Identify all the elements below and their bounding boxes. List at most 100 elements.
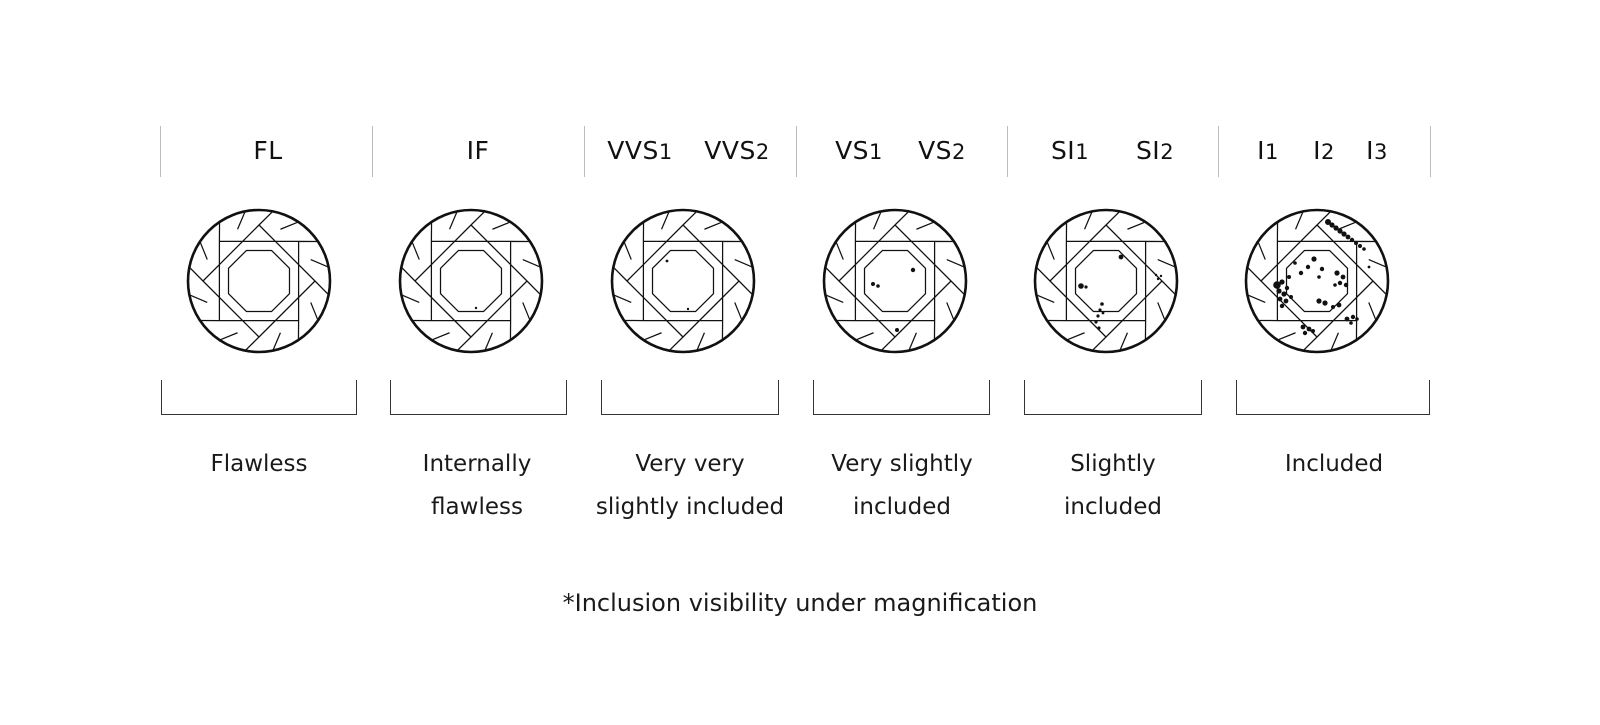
inclusion-dot bbox=[1337, 228, 1343, 234]
grade-sub: 2 bbox=[1160, 140, 1175, 164]
inclusion-dot bbox=[1289, 295, 1293, 299]
diamond-facets bbox=[188, 210, 330, 352]
grade-main: SI bbox=[1050, 136, 1076, 165]
description-vvs: Very very slightly included bbox=[596, 443, 784, 529]
grade-label-if: IF bbox=[467, 136, 490, 165]
inclusion-dot bbox=[1279, 279, 1285, 285]
inclusion-dot bbox=[1279, 303, 1285, 309]
bracket-i bbox=[1236, 380, 1430, 415]
inclusion-dot bbox=[871, 282, 875, 286]
inclusion-dot bbox=[1305, 264, 1311, 270]
grade-sub: 2 bbox=[1321, 140, 1335, 164]
grade-sub: 1 bbox=[869, 140, 883, 164]
inclusion-dot bbox=[1341, 231, 1347, 237]
description-line: flawless bbox=[431, 494, 523, 520]
bracket-if bbox=[390, 380, 567, 415]
inclusion-dot bbox=[1344, 316, 1350, 322]
grade-main: FL bbox=[253, 136, 283, 165]
grade-sub: 3 bbox=[1374, 140, 1388, 164]
inclusion-dot bbox=[1306, 326, 1312, 332]
divider bbox=[796, 126, 797, 177]
diamond-outline bbox=[1244, 208, 1390, 354]
diamond-facets bbox=[612, 210, 754, 352]
inclusion-dot bbox=[1311, 329, 1315, 333]
inclusion-dot bbox=[1302, 330, 1308, 336]
divider bbox=[584, 126, 585, 177]
diamond-i-icon bbox=[1244, 208, 1390, 354]
inclusion-dot bbox=[1350, 314, 1356, 320]
inclusion-dot bbox=[1333, 283, 1337, 287]
description-line: Internally bbox=[422, 451, 532, 477]
inclusion-dot bbox=[1311, 256, 1317, 262]
inclusion-dot bbox=[1322, 300, 1328, 306]
diamond-outline bbox=[610, 208, 756, 354]
description-line: Slightly bbox=[1070, 451, 1156, 477]
inclusion-dot bbox=[1101, 311, 1105, 315]
description-line: Very slightly bbox=[831, 451, 973, 477]
divider bbox=[1430, 126, 1431, 177]
description-fl: Flawless bbox=[210, 443, 307, 486]
inclusion-dot bbox=[1276, 288, 1282, 294]
diamond-outline bbox=[398, 208, 544, 354]
inclusion-dot bbox=[1317, 275, 1321, 279]
diamond-outline bbox=[822, 208, 968, 354]
inclusion-dot bbox=[1078, 283, 1084, 289]
inclusion-dot bbox=[1340, 274, 1346, 280]
inclusion-dot bbox=[1159, 274, 1163, 278]
inclusion-dot bbox=[1154, 273, 1158, 277]
description-line: included bbox=[1064, 494, 1162, 520]
description-vs: Very slightly included bbox=[831, 443, 972, 529]
inclusion-dot bbox=[1329, 222, 1335, 228]
inclusion-dot bbox=[1367, 265, 1371, 269]
diamond-facets bbox=[1035, 210, 1177, 352]
grade-label-vvs2: VVS2 bbox=[704, 136, 769, 165]
diamond-facets bbox=[400, 210, 542, 352]
bracket-fl bbox=[161, 380, 357, 415]
description-line: Very very bbox=[635, 451, 745, 477]
inclusion-dot bbox=[1343, 282, 1349, 288]
inclusion-dot bbox=[1096, 314, 1100, 318]
description-si: Slightly included bbox=[1064, 443, 1162, 529]
bracket-vvs bbox=[601, 380, 779, 415]
grade-label-i2: I2 bbox=[1313, 136, 1335, 165]
grade-sub: 1 bbox=[1075, 140, 1090, 164]
inclusion-dot bbox=[1273, 281, 1281, 289]
inclusion-dot bbox=[1100, 302, 1104, 306]
description-i: Included bbox=[1285, 443, 1383, 486]
grade-label-si1: SI1 bbox=[1051, 136, 1089, 165]
grade-label-vs2: VS2 bbox=[918, 136, 966, 165]
inclusion-dot bbox=[1316, 298, 1322, 304]
inclusion-dot bbox=[1293, 261, 1297, 265]
inclusion-dot bbox=[1334, 270, 1340, 276]
diamond-vs-icon bbox=[822, 208, 968, 354]
bracket-si bbox=[1024, 380, 1202, 415]
inclusion-dot bbox=[1354, 241, 1358, 245]
diamond-facets bbox=[824, 210, 966, 352]
grade-main: VVS bbox=[607, 136, 659, 165]
grade-main: VVS bbox=[704, 136, 756, 165]
inclusion-dot bbox=[686, 307, 690, 311]
inclusion-dot bbox=[1283, 298, 1289, 304]
divider bbox=[372, 126, 373, 177]
grade-sub: 1 bbox=[658, 140, 673, 164]
inclusion-dot bbox=[1084, 285, 1088, 289]
inclusion-dot bbox=[1287, 275, 1291, 279]
bracket-vs bbox=[813, 380, 990, 415]
inclusion-dot bbox=[1349, 237, 1355, 243]
inclusion-dot bbox=[1331, 305, 1335, 309]
diamond-outline bbox=[1033, 208, 1179, 354]
inclusion-dot bbox=[1336, 302, 1342, 308]
inclusion-dot bbox=[1349, 321, 1353, 325]
grade-label-i3: I3 bbox=[1366, 136, 1388, 165]
inclusion-dot bbox=[474, 306, 478, 310]
grade-label-fl: FL bbox=[253, 136, 282, 165]
grade-main: I bbox=[1366, 136, 1374, 165]
inclusion-dot bbox=[1325, 219, 1331, 225]
inclusion-dot bbox=[1298, 270, 1304, 276]
inclusion-dot bbox=[1277, 296, 1283, 302]
divider bbox=[160, 126, 161, 177]
inclusion-dot bbox=[1345, 234, 1351, 240]
inclusion-dot bbox=[1358, 244, 1362, 248]
grade-sub: 2 bbox=[755, 140, 770, 164]
footnote: *Inclusion visibility under magnificatio… bbox=[562, 589, 1038, 617]
